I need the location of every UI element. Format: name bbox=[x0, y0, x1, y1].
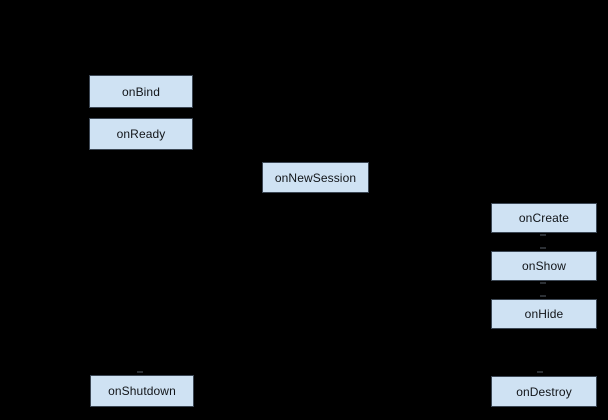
connector-remnant bbox=[540, 295, 546, 297]
connector-remnant bbox=[540, 247, 546, 249]
node-onhide: onHide bbox=[491, 299, 597, 329]
node-ondestroy: onDestroy bbox=[491, 376, 597, 407]
connector-remnant bbox=[137, 371, 143, 373]
node-onready: onReady bbox=[89, 118, 193, 150]
connector-remnant bbox=[540, 282, 546, 284]
node-onnewsession: onNewSession bbox=[262, 162, 369, 193]
connector-remnant bbox=[537, 371, 543, 373]
connector-remnant bbox=[540, 234, 546, 236]
node-onshow: onShow bbox=[491, 251, 597, 281]
node-onshutdown: onShutdown bbox=[90, 375, 194, 407]
node-oncreate: onCreate bbox=[491, 203, 597, 233]
node-onbind: onBind bbox=[89, 75, 193, 108]
